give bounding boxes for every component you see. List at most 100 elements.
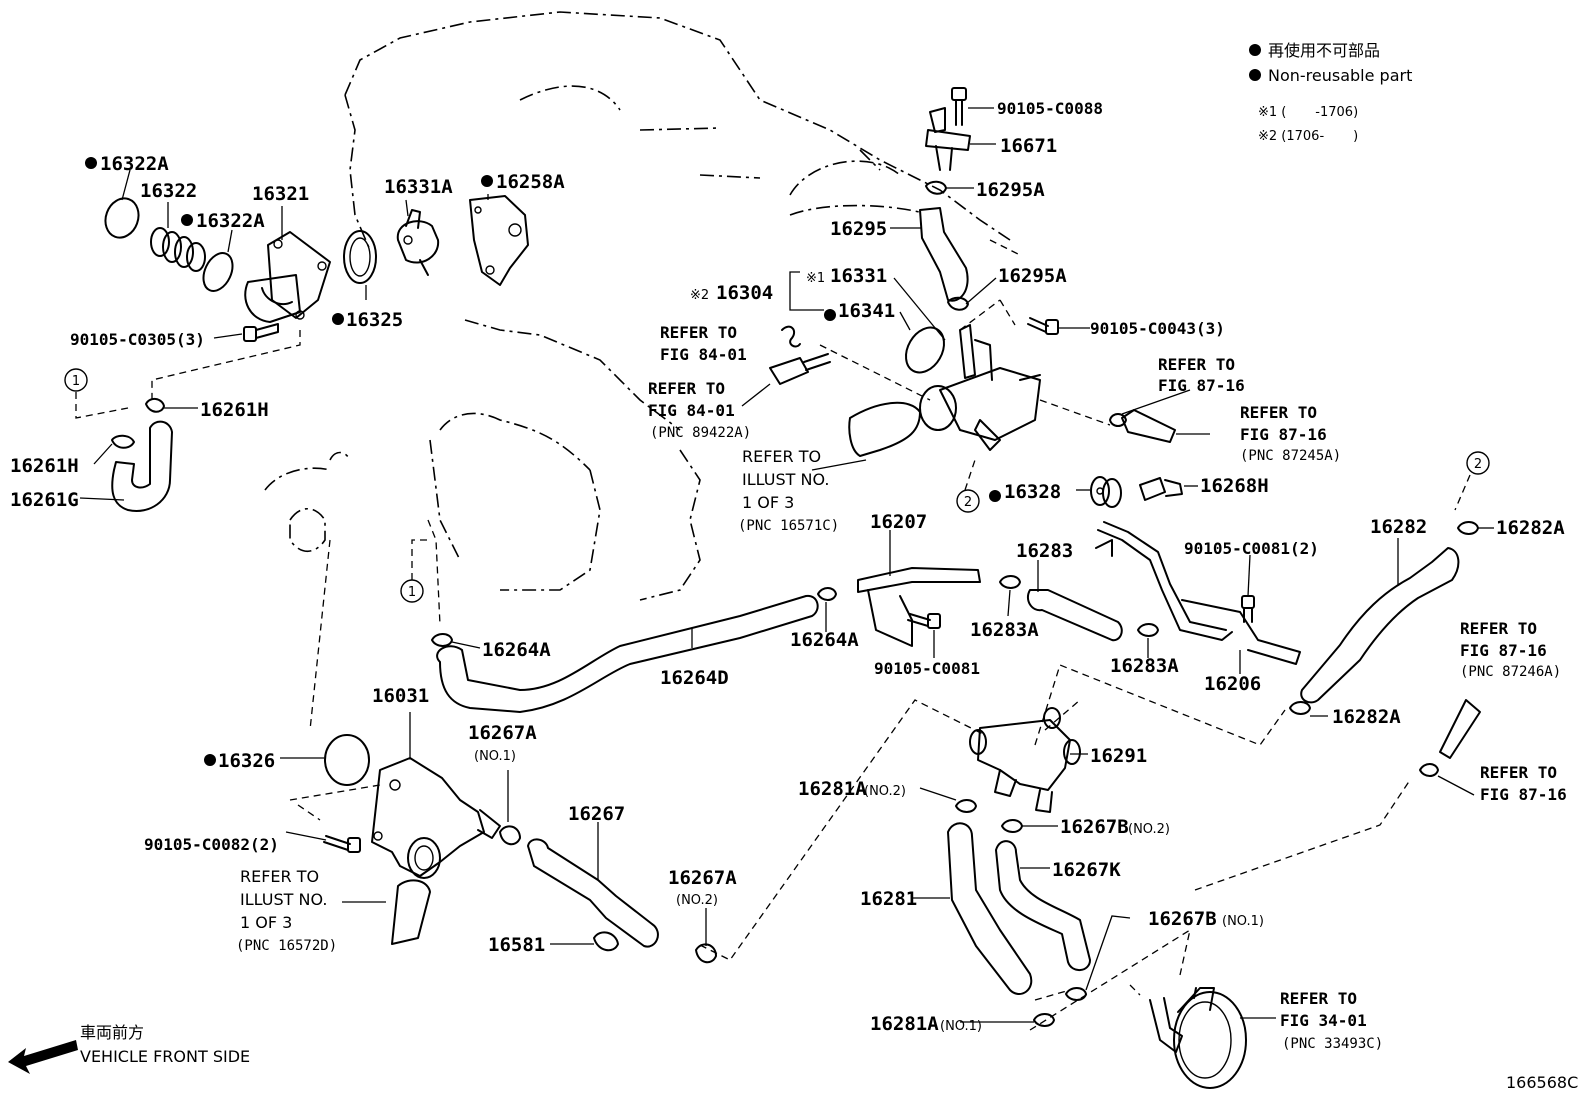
label-90105-C0043: 90105-C0043(3) xyxy=(1090,319,1225,338)
legend-non-reusable-jp: 再使用不可部品 xyxy=(1268,41,1380,60)
o-ring-16322A-upper xyxy=(104,197,140,239)
label-16031: 16031 xyxy=(372,685,429,707)
connection-lines xyxy=(75,239,1471,1031)
non-reusable-markers xyxy=(85,44,1261,766)
label-16291: 16291 xyxy=(1090,745,1147,767)
label-16322A-a: 16322A xyxy=(100,153,169,175)
housing-16321 xyxy=(244,231,331,323)
label-16328: 16328 xyxy=(1004,481,1061,503)
label-16264A-a: 16264A xyxy=(482,639,551,661)
clamp-16282A-lower xyxy=(1289,701,1311,715)
ref-87-16-b-line3: (PNC 87245A) xyxy=(1240,448,1341,464)
label-16264A-b: 16264A xyxy=(790,629,859,651)
ref-87-16-b-line1: REFER TO xyxy=(1240,403,1317,422)
label-16267A-no1-sub: (NO.1) xyxy=(474,749,516,764)
label-16258A: 16258A xyxy=(496,171,565,193)
gasket-16258A xyxy=(469,195,529,286)
clamp-16282A-upper xyxy=(1457,521,1479,535)
ref-87-16-c-line3: (PNC 87246A) xyxy=(1460,664,1561,680)
ref-87-16-d-line2: FIG 87-16 xyxy=(1480,785,1567,804)
leader-lines xyxy=(79,107,1494,1023)
hose-16295 xyxy=(919,207,969,302)
clamp-16267A-no2 xyxy=(695,943,717,964)
label-90105-C0081-2: 90105-C0081(2) xyxy=(1184,539,1319,558)
ref-illust-a-line4: (PNC 16571C) xyxy=(738,518,839,534)
label-16295: 16295 xyxy=(830,218,887,240)
sensor-89422A xyxy=(769,353,831,385)
ref-34-01-line3: (PNC 33493C) xyxy=(1282,1036,1383,1052)
clamp-16295A-lower xyxy=(947,296,969,311)
clamp-16267B-no2 xyxy=(1001,819,1023,833)
water-inlet-16031 xyxy=(371,757,501,879)
bolt-90105-C0088 xyxy=(951,87,967,126)
ref-87-16-c-line2: FIG 87-16 xyxy=(1460,641,1547,660)
label-16281A-no2: 16281A xyxy=(798,778,867,800)
engine-outline xyxy=(264,11,1011,601)
label-16321: 16321 xyxy=(252,183,309,205)
legend-note-2: ※2 (1706- ) xyxy=(1258,129,1358,144)
vehicle-direction: 車両前方 VEHICLE FRONT SIDE xyxy=(8,1023,250,1074)
label-16322: 16322 xyxy=(140,180,197,202)
ref-84-01-b-line3: (PNC 89422A) xyxy=(650,425,751,441)
label-16295A-b: 16295A xyxy=(998,265,1067,287)
ref-87-16-b-line2: FIG 87-16 xyxy=(1240,425,1327,444)
label-note-x1: ※1 xyxy=(806,271,825,286)
pipe-16206 xyxy=(1095,521,1301,665)
label-16283A-b: 16283A xyxy=(1110,655,1179,677)
label-16341: 16341 xyxy=(838,300,895,322)
pipe-16283 xyxy=(1026,589,1123,642)
label-16267B-no2-sub: (NO.2) xyxy=(1128,822,1170,837)
clamp-16264A-right xyxy=(817,587,837,601)
ref-87-16-a-line2: FIG 87-16 xyxy=(1158,376,1245,395)
clamp-16581 xyxy=(593,931,619,952)
label-16581: 16581 xyxy=(488,934,545,956)
ref-87-16-c-line1: REFER TO xyxy=(1460,619,1537,638)
label-note-x2: ※2 xyxy=(690,288,709,303)
legend-note-1: ※1 ( -1706) xyxy=(1258,105,1358,120)
hose-16282 xyxy=(1300,547,1460,704)
label-16304: 16304 xyxy=(716,282,773,304)
label-90105-C0305: 90105-C0305(3) xyxy=(70,330,205,349)
ref-84-01-a-line1: REFER TO xyxy=(660,323,737,342)
direction-jp: 車両前方 xyxy=(80,1023,144,1042)
part-labels: 16322A 16322 16322A 16321 16331A 16258A … xyxy=(10,99,1565,1035)
label-16281: 16281 xyxy=(860,888,917,910)
hose-16264D xyxy=(436,594,819,713)
label-16267K: 16267K xyxy=(1052,859,1121,881)
label-16267B-no2: 16267B xyxy=(1060,816,1129,838)
pipe-ref-16571C xyxy=(848,401,921,457)
clip-84-01 xyxy=(781,325,801,348)
legend: 再使用不可部品 Non-reusable part ※1 ( -1706) ※2… xyxy=(1258,41,1412,144)
ref-34-01-line1: REFER TO xyxy=(1280,989,1357,1008)
pipe-ref-16572D xyxy=(391,879,431,945)
bolt-90105-C0081 xyxy=(907,613,941,629)
ref-84-01-b-line1: REFER TO xyxy=(648,379,725,398)
label-16267A-no2-sub: (NO.2) xyxy=(676,893,718,908)
callout-2-upper: 2 xyxy=(964,495,972,510)
label-16281A-no1-sub: (NO.1) xyxy=(940,1019,982,1034)
hose-87245A xyxy=(1121,409,1176,443)
clamp-16267B-no1 xyxy=(1065,987,1087,1001)
hose-16261G xyxy=(111,420,173,512)
label-16281A-no1: 16281A xyxy=(870,1013,939,1035)
ref-84-01-a-line2: FIG 84-01 xyxy=(660,345,747,364)
label-16261G: 16261G xyxy=(10,489,79,511)
callout-1-lower: 1 xyxy=(408,585,416,600)
ref-illust-b-line4: (PNC 16572D) xyxy=(236,938,337,954)
fitting-16671 xyxy=(925,107,971,171)
label-16261H-a: 16261H xyxy=(200,399,269,421)
ref-illust-a-line1: REFER TO xyxy=(742,447,821,466)
o-ring-16341 xyxy=(905,326,945,374)
illustration-id: 166568C xyxy=(1506,1073,1578,1092)
thermostat-16331A xyxy=(396,209,440,276)
ref-illust-b-line2: ILLUST NO. xyxy=(240,890,327,909)
bypass-junction-16291 xyxy=(969,707,1081,813)
bolt-90105-C0082 xyxy=(323,835,361,853)
hose-16267 xyxy=(527,838,659,948)
part-graphics xyxy=(104,87,1481,1089)
label-90105-C0082: 90105-C0082(2) xyxy=(144,835,279,854)
hose-16281 xyxy=(947,822,1033,995)
callout-circles: 1 1 2 2 xyxy=(64,368,1490,603)
bolt-90105-C0043 xyxy=(1027,317,1059,335)
o-ring-16322A-lower xyxy=(202,252,234,292)
